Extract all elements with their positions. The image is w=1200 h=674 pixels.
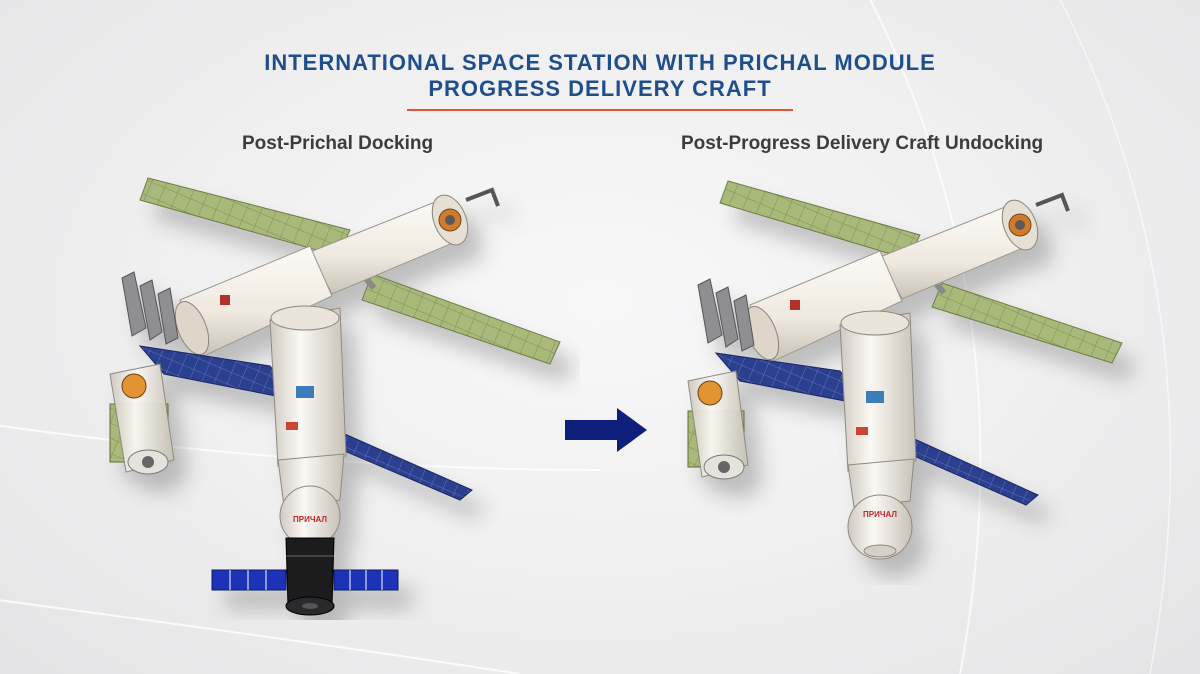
- panel-label-right: Post-Progress Delivery Craft Undocking: [681, 133, 1044, 154]
- prichal-module: ПРИЧАЛ: [847, 494, 913, 560]
- nauka-module: [269, 305, 347, 467]
- progress-delivery-craft: [211, 537, 399, 616]
- nauka-module: [839, 310, 917, 472]
- title-underline: [407, 109, 793, 111]
- title-block: INTERNATIONAL SPACE STATION WITH PRICHAL…: [0, 50, 1200, 111]
- solar-array-upper-left: [719, 180, 921, 260]
- solar-array-upper-left: [139, 177, 351, 257]
- iss-post-prichal-docking-illustration: ПРИЧАЛ: [109, 177, 561, 616]
- prichal-module: ПРИЧАЛ: [279, 485, 341, 547]
- transition-arrow-icon: [565, 408, 647, 452]
- docked-soyuz-left: [687, 370, 749, 480]
- lab-module: [174, 245, 333, 357]
- service-module: [879, 192, 1070, 300]
- solar-array-upper-right: [361, 273, 561, 365]
- lab-module: [744, 250, 903, 362]
- solar-array-blue-right: [897, 436, 1039, 506]
- prichal-marking: ПРИЧАЛ: [293, 515, 327, 524]
- iss-post-progress-undocking-illustration: ПРИЧАЛ: [687, 180, 1123, 560]
- panel-label-left: Post-Prichal Docking: [242, 133, 434, 154]
- title-line-2: PROGRESS DELIVERY CRAFT: [428, 76, 772, 101]
- prichal-marking: ПРИЧАЛ: [863, 510, 897, 519]
- title-line-1: INTERNATIONAL SPACE STATION WITH PRICHAL…: [264, 50, 936, 75]
- service-module: [309, 187, 500, 295]
- solar-array-upper-right: [931, 282, 1123, 364]
- docked-soyuz-left: [109, 363, 175, 475]
- solar-array-blue-right: [327, 431, 473, 501]
